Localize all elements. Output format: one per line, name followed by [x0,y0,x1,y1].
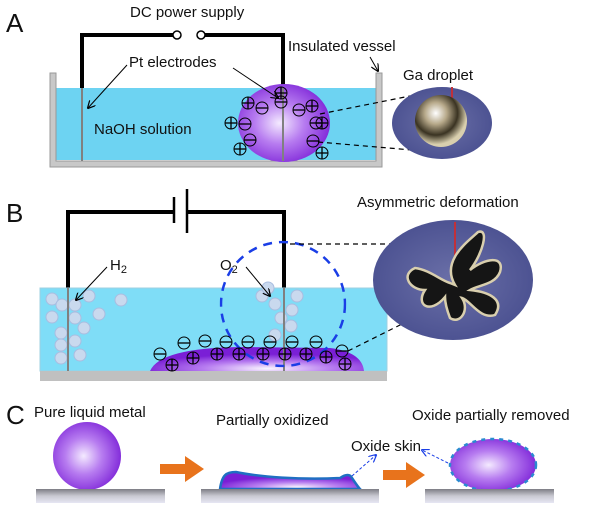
panel-a-letter: A [6,8,24,38]
oxide-skin-label: Oxide skin [351,438,421,455]
gas-bubble [54,338,68,352]
ga-droplet-label: Ga droplet [403,67,474,84]
negative-ion-icon [219,335,233,349]
positive-ion-icon [319,350,333,364]
zoom-link-bottom [317,141,413,151]
positive-ion-icon [233,142,247,156]
pure-droplet [53,422,121,490]
gas-bubble [268,297,282,311]
pt-arrow-right [232,67,278,98]
gas-bubble [268,328,282,342]
gas-bubble [82,289,96,303]
negative-ion-icon [241,335,255,349]
negative-ion-icon [153,347,167,361]
gas-bubble [274,311,288,325]
negative-ion-icon [309,116,323,130]
wire-b-right [188,210,286,288]
positive-ion-icon [274,86,288,100]
positive-ion-icon [224,116,238,130]
gas-bubble [290,289,304,303]
positive-ion-icon [232,347,246,361]
positive-ion-icon [210,347,224,361]
negative-ion-icon [292,103,306,117]
oxide-skin-arrow-2 [422,450,449,464]
panel-c-letter: C [6,400,25,430]
positive-ion-icon [305,99,319,113]
oxidized-droplet [218,470,364,491]
wire-b-left [66,210,173,288]
panel-b-letter: B [6,198,23,228]
negative-ion-icon [285,335,299,349]
ions-a [224,86,329,160]
panel-c: C Pure liquid metal Partially oxidized O… [6,400,570,503]
panel-b: B H2 O2 Asymmetric deformation [6,189,533,381]
wire-right [205,33,285,88]
positive-ion-icon [278,347,292,361]
gas-bubbles [45,281,304,365]
dc-power-supply-label: DC power supply [130,4,245,21]
process-arrow-2 [383,462,425,488]
vessel-arrow [369,56,378,71]
flattened-droplet [150,347,364,371]
gas-bubble [77,321,91,335]
negative-ion-icon [238,117,252,131]
naoh-solution-label: NaOH solution [94,121,192,138]
oxide-partially-removed-label: Oxide partially removed [412,407,570,424]
panel-a: A DC power supply Pt electrodes Insulate… [6,4,492,168]
negative-ion-icon [243,133,257,147]
pt-arrow-left [88,64,128,108]
gas-bubble [68,334,82,348]
gas-bubble [55,298,69,312]
gas-bubble [54,351,68,365]
vessel-base-b [40,371,387,381]
positive-ion-icon [315,146,329,160]
gas-bubble [45,310,59,324]
negative-ion-icon [177,336,191,350]
dashed-circle [221,242,345,366]
insulated-vessel-label: Insulated vessel [288,38,396,55]
substrate-2 [201,489,379,503]
partially-oxidized-label: Partially oxidized [216,412,329,429]
deformed-metal [406,230,502,321]
positive-ion-icon [186,351,200,365]
positive-ion-icon [165,358,179,372]
substrate-1 [36,489,165,503]
substrate-3 [425,489,554,503]
negative-ion-icon [274,95,288,109]
oxide-skin-arrow-1 [351,455,376,477]
h2-label: H2 [110,257,127,276]
negative-ion-icon [255,101,269,115]
gas-bubble [45,292,59,306]
positive-ion-icon [338,357,352,371]
negative-ion-icon [309,335,323,349]
gas-bubble [73,348,87,362]
zoom-link-top [319,95,411,115]
positive-ion-icon [256,347,270,361]
process-arrow-1 [160,456,204,482]
asymmetric-deformation-label: Asymmetric deformation [357,194,519,211]
positive-ion-icon [299,347,313,361]
negative-ion-icon [263,335,277,349]
positive-ion-icon [241,96,255,110]
gas-bubble [68,298,82,312]
ga-droplet-metal [415,95,467,147]
pure-liquid-metal-label: Pure liquid metal [34,404,146,421]
gas-bubble [54,326,68,340]
ions-b [153,334,352,372]
o2-arrow [245,266,270,296]
gas-bubble [92,307,106,321]
o2-label: O2 [220,257,238,276]
negative-ion-icon [198,334,212,348]
wire-left [80,33,173,88]
gas-bubble [284,319,298,333]
h2-arrow [76,266,108,300]
pt-electrodes-label: Pt electrodes [129,54,217,71]
terminal-right [196,30,206,40]
gas-bubble [68,311,82,325]
partially-removed-droplet [448,437,538,493]
gas-bubble [285,303,299,317]
gas-bubble [114,293,128,307]
negative-ion-icon [306,134,320,148]
terminal-left [172,30,182,40]
